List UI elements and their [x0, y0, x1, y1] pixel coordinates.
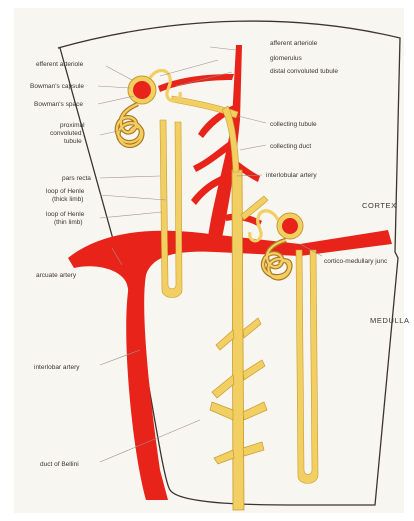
label-interlobar-artery: interlobar artery [34, 364, 80, 371]
label-interlobular-artery: interlobular artery [266, 172, 317, 179]
label-collecting-tubule: collecting tubule [270, 121, 317, 128]
label-cortex: CORTEX [362, 201, 397, 210]
label-cortico-medullary-junction: cortico-medullary junc [324, 258, 388, 265]
label-proximal-1: proximal [60, 122, 85, 129]
label-loop-thin-1: loop of Henle [46, 211, 85, 218]
label-efferent-arteriole: efferent arteriole [36, 61, 84, 68]
glomerulus-upper [133, 81, 151, 99]
label-bowmans-capsule: Bowman's capsule [30, 83, 84, 90]
glomerulus-lower [282, 218, 298, 234]
label-pars-recta: pars recta [62, 175, 91, 182]
label-medulla: MEDULLA [370, 316, 410, 325]
label-bowmans-space: Bowman's space [34, 101, 83, 108]
label-duct-of-bellini: duct of Bellini [40, 461, 79, 468]
label-arcuate-artery: arcuate artery [36, 272, 77, 279]
label-glomerulus: glomerulus [270, 55, 303, 62]
label-distal-convoluted-tubule: distal convoluted tubule [270, 68, 338, 75]
label-collecting-duct: collecting duct [270, 143, 311, 150]
label-loop-thin-2: (thin limb) [54, 219, 83, 226]
label-proximal-3: tubule [64, 138, 82, 145]
collecting-duct [232, 170, 244, 510]
label-loop-thick-2: (thick limb) [52, 196, 83, 203]
label-afferent-arteriole: afferent arteriole [270, 40, 318, 47]
label-loop-thick-1: loop of Henle [46, 188, 85, 195]
label-proximal-2: convoluted [50, 130, 82, 137]
